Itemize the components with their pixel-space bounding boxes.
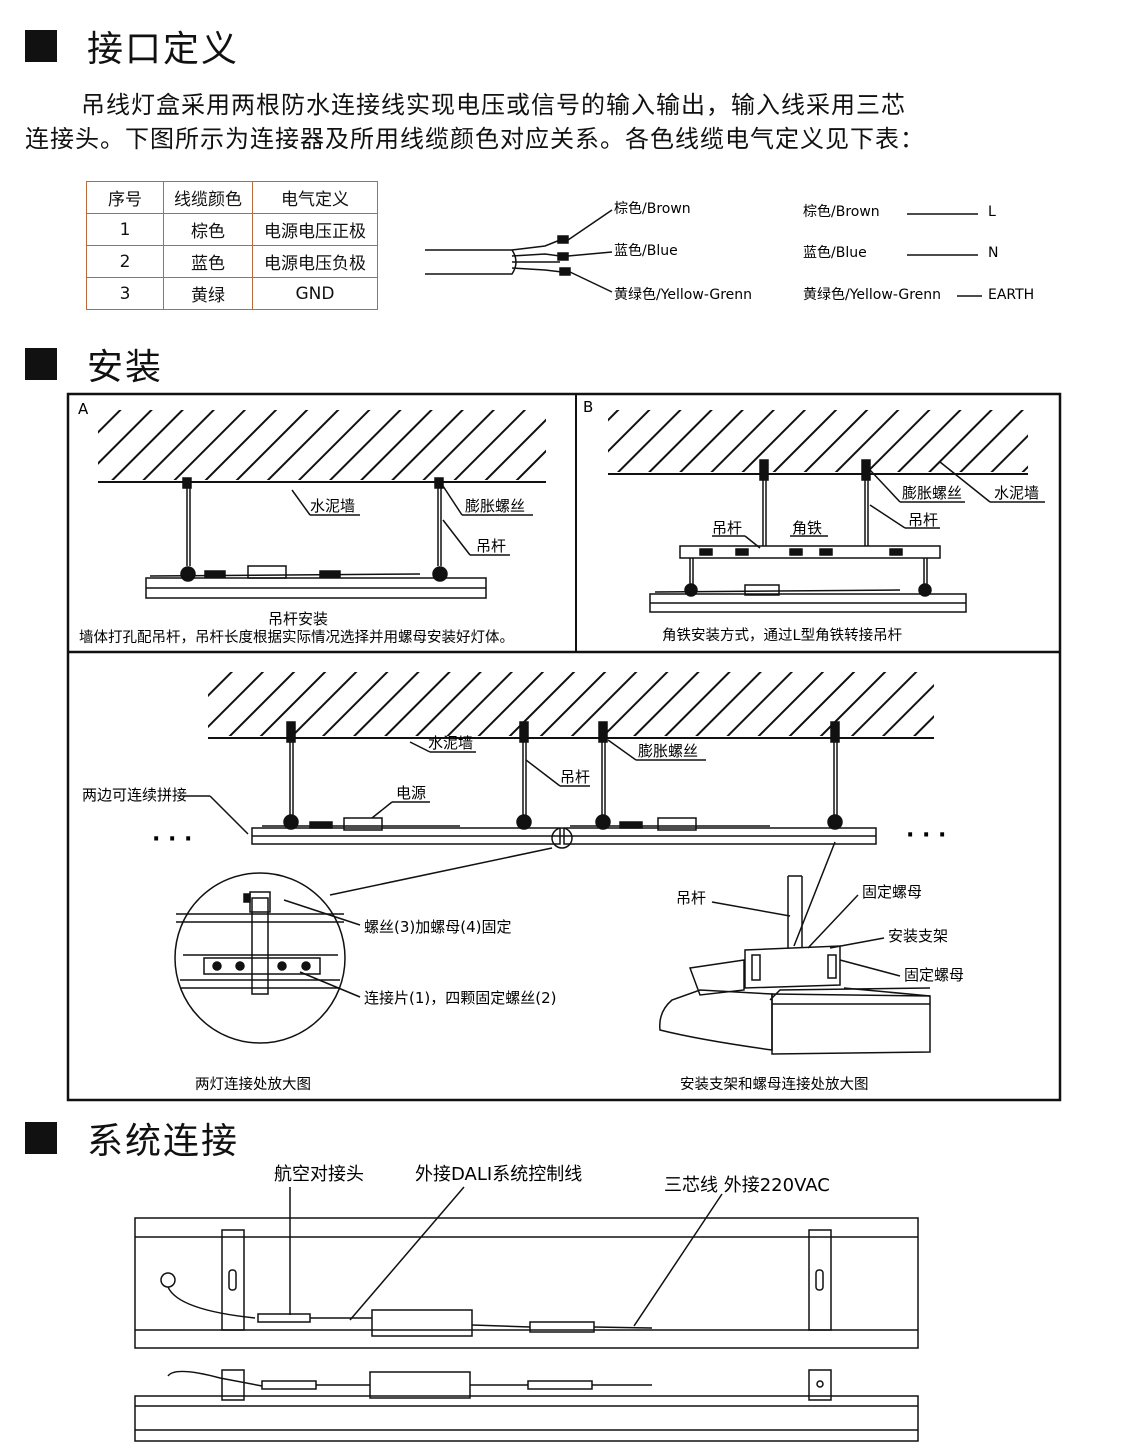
table-cell: 3 xyxy=(86,277,164,310)
detail-fix-nut2-label: 固定螺母 xyxy=(904,966,964,984)
table-header: 电气定义 xyxy=(252,181,378,214)
panel-c-rod-label: 吊杆 xyxy=(560,768,590,786)
continuation-dots-right: · · · xyxy=(906,823,946,848)
panel-b-rod2-label: 吊杆 xyxy=(712,519,742,537)
detail-rod-label: 吊杆 xyxy=(676,889,706,907)
connector-diagram xyxy=(425,209,982,297)
panel-c-wall-label: 水泥墙 xyxy=(428,734,473,752)
section-heading-interface: 接口定义 xyxy=(25,20,239,72)
panel-b-wall-label: 水泥墙 xyxy=(994,484,1039,502)
detail-caption-left: 两灯连接处放大图 xyxy=(195,1076,311,1093)
table-header: 线缆颜色 xyxy=(163,181,253,214)
table-cell: 电源电压负极 xyxy=(252,245,378,278)
panel-a-screw-label: 膨胀螺丝 xyxy=(465,497,525,515)
table-cell: 棕色 xyxy=(163,213,253,246)
connector-def-yellowgreen: 黄绿色/Yellow-Grenn xyxy=(803,286,941,303)
panel-a-rod-label: 吊杆 xyxy=(476,537,506,555)
panel-b: B 膨胀螺丝 水泥墙 吊杆 xyxy=(583,398,1045,644)
intro-line-1: 吊线灯盒采用两根防水连接线实现电压或信号的输入输出，输入线采用三芯 xyxy=(81,91,906,119)
panel-b-angle-label: 角铁 xyxy=(792,519,822,537)
section-title: 接口定义 xyxy=(87,29,240,70)
intro-line-2: 连接头。下图所示为连接器及所用线缆颜色对应关系。各色线缆电气定义见下表： xyxy=(25,125,925,153)
panel-b-letter: B xyxy=(583,398,593,416)
panel-a: A 水泥墙 膨胀螺丝 吊杆 吊杆安装 墙体打孔配吊杆，吊杆长度根据实际情况选择并… xyxy=(78,400,546,646)
table-row: 3 黄绿 GND xyxy=(86,277,378,310)
wire-definition-table: 序号 线缆颜色 电气定义 1 棕色 电源电压正极 2 蓝色 电源电压负极 3 黄… xyxy=(86,181,378,310)
panel-a-caption: 吊杆安装 xyxy=(268,610,328,628)
connector-def-l: L xyxy=(988,204,996,220)
section-title: 系统连接 xyxy=(87,1121,240,1162)
table-cell: GND xyxy=(252,277,378,310)
ceiling-hatch xyxy=(208,672,934,736)
connector-def-earth: EARTH xyxy=(988,287,1034,303)
table-row: 1 棕色 电源电压正极 xyxy=(86,213,378,246)
ceiling-hatch xyxy=(98,410,546,480)
table-cell: 黄绿 xyxy=(163,277,253,310)
detail-fix-nut-label: 固定螺母 xyxy=(862,883,922,901)
panel-a-letter: A xyxy=(78,400,89,418)
aviation-connector-label: 航空对接头 xyxy=(274,1164,364,1185)
heading-square-icon xyxy=(25,1122,57,1154)
connector-def-brown: 棕色/Brown xyxy=(803,203,880,220)
detail-screw-nut-label: 螺丝(3)加螺母(4)固定 xyxy=(364,918,512,936)
dali-control-label: 外接DALI系统控制线 xyxy=(415,1164,582,1185)
panel-c-screw-label: 膨胀螺丝 xyxy=(638,742,698,760)
connector-def-blue: 蓝色/Blue xyxy=(803,244,867,261)
joint-detail-circle xyxy=(174,847,553,1044)
connector-label-yellowgreen: 黄绿色/Yellow-Grenn xyxy=(614,286,752,303)
table-header-row: 序号 线缆颜色 电气定义 xyxy=(86,181,378,214)
bracket-detail xyxy=(659,841,931,1055)
three-core-label: 三芯线 外接220VAC xyxy=(664,1175,830,1196)
panel-a-wall-label: 水泥墙 xyxy=(310,497,355,515)
section-heading-install: 安装 xyxy=(25,338,163,390)
section-heading-system: 系统连接 xyxy=(25,1112,239,1164)
intro-paragraph: 吊线灯盒采用两根防水连接线实现电压或信号的输入输出，输入线采用三芯 连接头。下图… xyxy=(25,88,1105,156)
detail-caption-right: 安装支架和螺母连接处放大图 xyxy=(680,1076,869,1093)
table-cell: 电源电压正极 xyxy=(252,213,378,246)
panel-b-caption: 角铁安装方式，通过L型角铁转接吊杆 xyxy=(662,627,902,644)
panel-c-splice-label: 两边可连续拼接 xyxy=(82,786,187,804)
panel-b-screw-label: 膨胀螺丝 xyxy=(902,484,962,502)
connector-label-blue: 蓝色/Blue xyxy=(614,242,678,259)
panel-a-description: 墙体打孔配吊杆，吊杆长度根据实际情况选择并用螺母安装好灯体。 xyxy=(79,629,514,646)
heading-square-icon xyxy=(25,348,57,380)
connector-def-n: N xyxy=(988,245,998,261)
table-row: 2 蓝色 电源电压负极 xyxy=(86,245,378,278)
heading-square-icon xyxy=(25,30,57,62)
ceiling-hatch xyxy=(608,410,1028,472)
panel-b-rod-label: 吊杆 xyxy=(908,511,938,529)
panel-c: 水泥墙 膨胀螺丝 吊杆 电源 两边可连续拼接 · · · · · · 螺丝(3)… xyxy=(82,672,964,1093)
panel-c-power-label: 电源 xyxy=(396,784,426,802)
system-diagram xyxy=(134,1186,919,1442)
connector-label-brown: 棕色/Brown xyxy=(614,200,691,217)
detail-bracket-label: 安装支架 xyxy=(888,927,948,945)
continuation-dots-left: · · · xyxy=(152,827,192,852)
detail-plate-label: 连接片(1)，四颗固定螺丝(2) xyxy=(364,989,557,1007)
install-frame xyxy=(66,392,1062,1102)
section-title: 安装 xyxy=(87,347,164,388)
